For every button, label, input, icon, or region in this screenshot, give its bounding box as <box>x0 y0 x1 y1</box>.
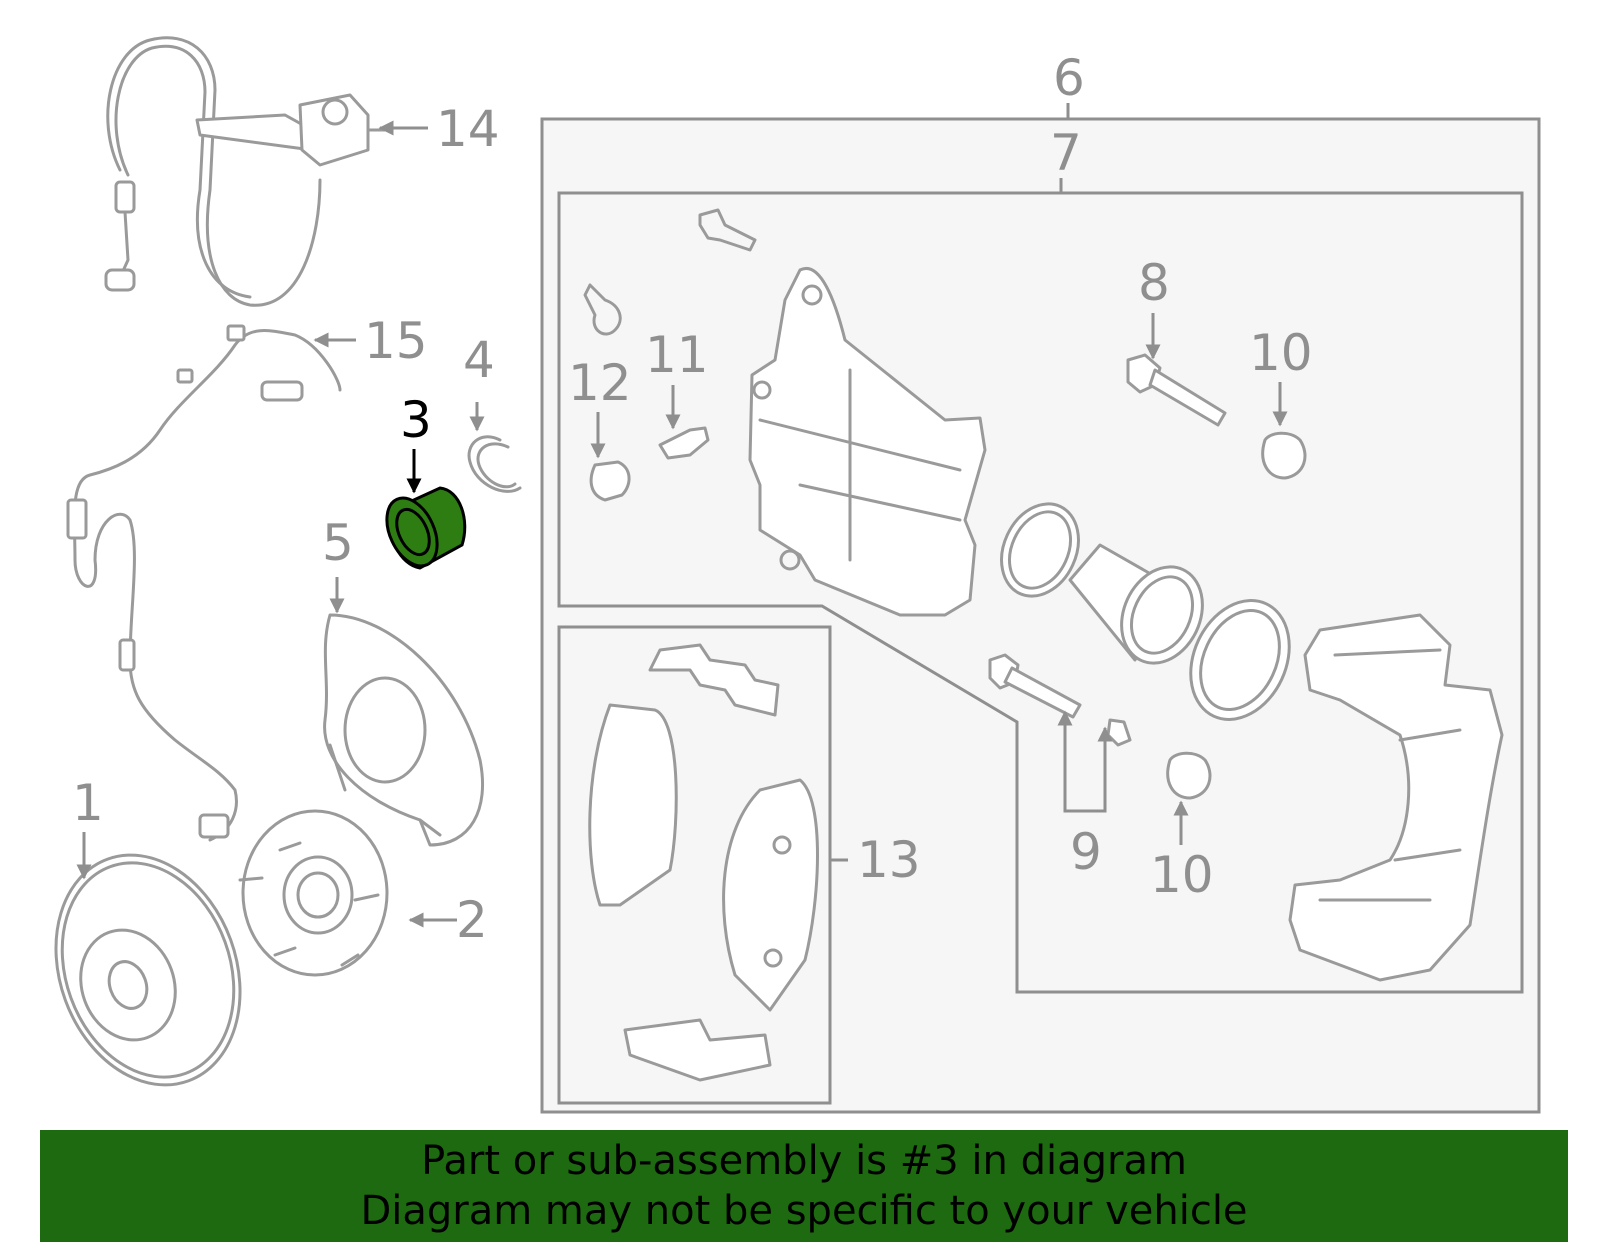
callout-4: 4 <box>463 331 495 389</box>
bleeder-cap-part <box>589 460 631 502</box>
guide-bolt-lower-part <box>988 653 1132 747</box>
brake-pads-part <box>588 643 819 1082</box>
piston-seal-part <box>1000 502 1080 598</box>
callout-9: 9 <box>1070 823 1102 881</box>
caliper-piston-part <box>1068 543 1204 665</box>
guide-pin-boot-lower-part <box>1166 751 1212 800</box>
bleeder-screw-part <box>658 426 710 460</box>
brake-caliper-part <box>583 208 987 617</box>
callout-10-lower: 10 <box>1150 846 1214 904</box>
caliper-bracket-part <box>1288 613 1504 982</box>
callout-10-upper: 10 <box>1249 324 1313 382</box>
banner-part-note: Part or sub-assembly is #3 in diagram <box>421 1138 1187 1184</box>
callout-7: 7 <box>1050 124 1082 182</box>
callout-1: 1 <box>72 774 104 832</box>
callout-6: 6 <box>1053 49 1085 107</box>
brake-hose-part <box>104 36 387 307</box>
wheel-speed-sensor-part <box>66 324 342 842</box>
callout-8: 8 <box>1138 254 1170 312</box>
callout-13: 13 <box>857 831 921 889</box>
callout-11: 11 <box>645 326 709 384</box>
callout-2: 2 <box>456 891 488 949</box>
wheel-hub-part <box>238 809 389 977</box>
snap-ring-part <box>467 435 522 493</box>
callout-5: 5 <box>322 514 354 572</box>
brake-rotor-part <box>54 853 242 1087</box>
wheel-bearing-part <box>385 486 467 570</box>
dust-shield-part <box>323 613 485 847</box>
callout-12: 12 <box>568 354 632 412</box>
guide-pin-boot-upper-part <box>1261 431 1307 480</box>
piston-boot-part <box>1189 599 1291 721</box>
callout-15: 15 <box>364 312 428 370</box>
banner-disclaimer: Diagram may not be specific to your vehi… <box>360 1188 1248 1234</box>
info-banner: Part or sub-assembly is #3 in diagram Di… <box>40 1130 1568 1242</box>
callout-14: 14 <box>436 100 500 158</box>
callout-3: 3 <box>400 391 432 449</box>
guide-pin-bolt-part <box>1126 353 1227 427</box>
